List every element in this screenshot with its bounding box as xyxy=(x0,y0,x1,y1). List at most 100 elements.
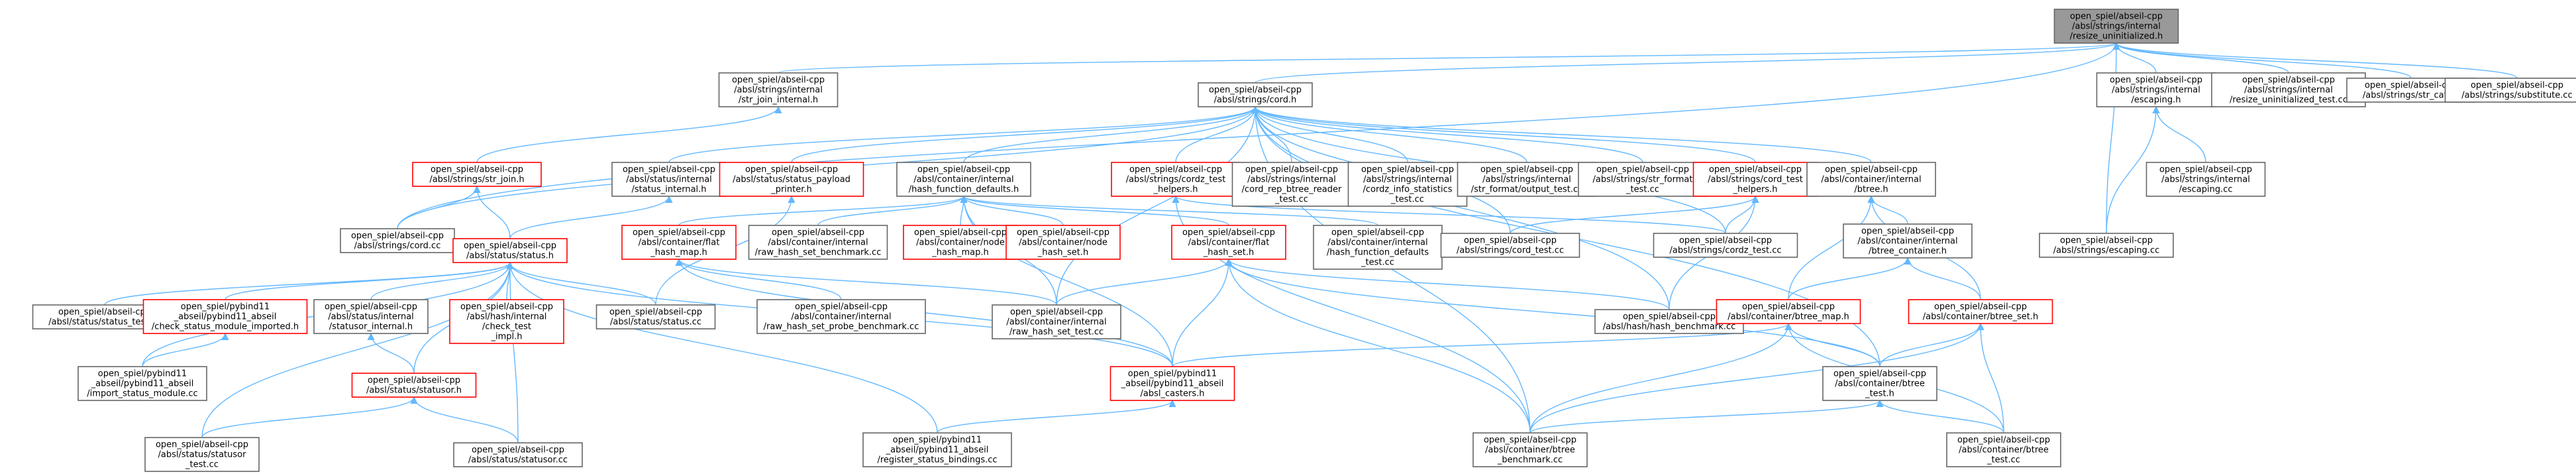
node-box xyxy=(621,225,737,260)
node-label-line: /absl/container/internal xyxy=(1006,318,1106,327)
graph-node-n35[interactable]: open_spiel/abseil-cpp/absl/status/status… xyxy=(595,304,716,329)
graph-node-n32[interactable]: open_spiel/pybind11_abseil/pybind11_abse… xyxy=(142,299,308,334)
node-label-line: open_spiel/pybind11 xyxy=(893,436,982,446)
node-label-line: open_spiel/abseil-cpp xyxy=(633,228,725,238)
node-box xyxy=(1653,233,1798,258)
node-label-line: /absl/container/node xyxy=(916,238,1005,248)
graph-node-n17[interactable]: open_spiel/abseil-cpp/absl/container/int… xyxy=(1806,162,1936,197)
dependency-edge xyxy=(1056,258,1233,306)
graph-node-n26[interactable]: open_spiel/abseil-cpp/absl/container/int… xyxy=(1313,225,1443,270)
dependency-edge xyxy=(1876,399,2004,434)
node-label-line: /escaping.cc xyxy=(2179,185,2232,195)
dependency-edge xyxy=(960,195,968,226)
graph-node-n11[interactable]: open_spiel/abseil-cpp/absl/strings/cordz… xyxy=(1111,162,1241,197)
graph-node-n23[interactable]: open_spiel/abseil-cpp/absl/container/nod… xyxy=(903,225,1018,260)
node-label-line: open_spiel/abseil-cpp xyxy=(1480,165,1573,175)
graph-node-n34[interactable]: open_spiel/abseil-cpp/absl/hash/internal… xyxy=(449,299,564,344)
graph-node-n48[interactable]: open_spiel/abseil-cpp/absl/container/btr… xyxy=(1472,432,1588,467)
node-box xyxy=(595,304,716,329)
graph-node-n10[interactable]: open_spiel/abseil-cpp/absl/container/int… xyxy=(896,162,1031,197)
dependency-edge xyxy=(1784,322,1880,367)
graph-node-n44[interactable]: open_spiel/abseil-cpp/absl/container/btr… xyxy=(1822,366,1937,401)
node-label-line: _helpers.h xyxy=(1732,185,1777,195)
node-box xyxy=(992,304,1121,339)
graph-node-n42[interactable]: open_spiel/abseil-cpp/absl/status/status… xyxy=(351,373,477,398)
graph-node-n27[interactable]: open_spiel/abseil-cpp/absl/strings/cord_… xyxy=(1440,233,1580,258)
node-label-line: open_spiel/abseil-cpp xyxy=(368,376,460,386)
graph-node-n0[interactable]: open_spiel/abseil-cpp/absl/strings/inter… xyxy=(2053,9,2179,44)
graph-node-n8[interactable]: open_spiel/abseil-cpp/absl/status/intern… xyxy=(611,162,727,197)
node-box xyxy=(77,366,207,401)
graph-node-n28[interactable]: open_spiel/abseil-cpp/absl/strings/cordz… xyxy=(1653,233,1798,258)
node-label-line: open_spiel/abseil-cpp xyxy=(1742,302,1835,312)
node-label-line: /absl/container/flat xyxy=(1188,238,1270,248)
graph-node-n24[interactable]: open_spiel/abseil-cpp/absl/container/nod… xyxy=(1005,225,1121,260)
node-label-line: open_spiel/abseil-cpp xyxy=(2070,12,2163,22)
node-box xyxy=(1109,366,1235,401)
dependency-edge xyxy=(1172,195,1726,234)
graph-node-n13[interactable]: open_spiel/abseil-cpp/absl/strings/inter… xyxy=(1347,162,1468,207)
graph-node-n16[interactable]: open_spiel/abseil-cpp/absl/strings/cord_… xyxy=(1692,162,1818,197)
node-box xyxy=(1578,162,1708,197)
graph-node-n15[interactable]: open_spiel/abseil-cpp/absl/strings/str_f… xyxy=(1578,162,1708,197)
dependency-edge xyxy=(960,195,1173,367)
graph-node-n19[interactable]: open_spiel/abseil-cpp/absl/strings/cord.… xyxy=(340,228,455,253)
node-label-line: /absl/container/internal xyxy=(791,312,891,322)
node-label-line: /absl/strings/cordz_test.cc xyxy=(1669,246,1781,256)
graph-node-n41[interactable]: open_spiel/pybind11_abseil/pybind11_abse… xyxy=(77,366,207,401)
graph-node-n39[interactable]: open_spiel/abseil-cpp/absl/container/btr… xyxy=(1716,299,1861,324)
graph-node-n1[interactable]: open_spiel/abseil-cpp/absl/strings/inter… xyxy=(718,72,839,107)
graph-node-n4[interactable]: open_spiel/abseil-cpp/absl/strings/inter… xyxy=(2211,72,2366,107)
node-label-line: _abseil/pybind11_abseil xyxy=(886,446,989,455)
graph-node-n20[interactable]: open_spiel/abseil-cpp/absl/status/status… xyxy=(452,238,568,263)
dependency-edge xyxy=(963,105,1259,163)
node-label-line: /absl_casters.h xyxy=(1141,389,1205,399)
node-label-line: open_spiel/abseil-cpp xyxy=(1484,436,1576,446)
graph-node-n14[interactable]: open_spiel/abseil-cpp/absl/strings/inter… xyxy=(1457,162,1597,197)
graph-node-n7[interactable]: open_spiel/abseil-cpp/absl/strings/str_j… xyxy=(412,162,542,187)
node-label-line: /absl/strings/internal xyxy=(1363,175,1452,185)
graph-node-n18[interactable]: open_spiel/abseil-cpp/absl/strings/inter… xyxy=(2145,162,2266,197)
node-label-line: _test.cc xyxy=(1361,258,1394,268)
graph-node-n33[interactable]: open_spiel/abseil-cpp/absl/status/intern… xyxy=(313,299,429,334)
dependency-edge xyxy=(1510,195,1759,234)
graph-node-n3[interactable]: open_spiel/abseil-cpp/absl/strings/inter… xyxy=(2096,72,2216,107)
node-label-line: /absl/strings/escaping.cc xyxy=(2053,246,2160,256)
node-label-line: /hash_function_defaults xyxy=(1327,248,1429,258)
graph-node-n45[interactable]: open_spiel/abseil-cpp/absl/status/status… xyxy=(144,437,260,472)
node-box xyxy=(1822,366,1937,401)
dependency-edge xyxy=(506,261,656,306)
graph-node-n12[interactable]: open_spiel/abseil-cpp/absl/strings/inter… xyxy=(1231,162,1352,207)
node-label-line: open_spiel/abseil-cpp xyxy=(1709,165,1802,175)
graph-node-n21[interactable]: open_spiel/abseil-cpp/absl/container/fla… xyxy=(621,225,737,260)
node-label-line: /cord_rep_btree_reader xyxy=(1242,185,1342,195)
graph-node-n9[interactable]: open_spiel/abseil-cpp/absl/status/status… xyxy=(719,162,864,197)
node-box xyxy=(313,299,429,334)
node-label-line: /absl/strings/cord_test xyxy=(1708,175,1803,185)
graph-node-n2[interactable]: open_spiel/abseil-cpp/absl/strings/cord.… xyxy=(1198,82,1313,107)
graph-node-n49[interactable]: open_spiel/abseil-cpp/absl/container/btr… xyxy=(1946,432,2061,467)
node-label-line: /absl/container/internal xyxy=(1821,175,1921,185)
node-label-line: open_spiel/abseil-cpp xyxy=(745,165,838,175)
dependency-edge xyxy=(1251,105,1670,310)
dependency-edge xyxy=(1251,105,1756,163)
dependency-edge xyxy=(1977,322,2004,434)
node-label-line: _test.cc xyxy=(1390,195,1424,205)
node-label-line: /absl/strings/internal xyxy=(734,86,823,95)
graph-node-n46[interactable]: open_spiel/abseil-cpp/absl/status/status… xyxy=(453,442,583,467)
node-label-line: /hash_function_defaults.h xyxy=(909,185,1019,195)
graph-node-n25[interactable]: open_spiel/abseil-cpp/absl/container/fla… xyxy=(1171,225,1286,260)
graph-node-n37[interactable]: open_spiel/abseil-cpp/absl/container/int… xyxy=(992,304,1121,339)
graph-node-n22[interactable]: open_spiel/abseil-cpp/absl/container/int… xyxy=(748,225,888,260)
graph-node-n40[interactable]: open_spiel/abseil-cpp/absl/container/btr… xyxy=(1908,299,2053,324)
node-label-line: _abseil/pybind11_abseil xyxy=(174,312,277,322)
graph-node-n6[interactable]: open_spiel/abseil-cpp/absl/strings/subst… xyxy=(2444,78,2576,103)
graph-node-n36[interactable]: open_spiel/abseil-cpp/absl/container/int… xyxy=(756,299,926,334)
node-label-line: open_spiel/abseil-cpp xyxy=(609,308,702,318)
graph-node-n47[interactable]: open_spiel/pybind11_abseil/pybind11_abse… xyxy=(862,432,1012,467)
graph-node-n30[interactable]: open_spiel/abseil-cpp/absl/strings/escap… xyxy=(2039,233,2174,258)
graph-node-n43[interactable]: open_spiel/pybind11_abseil/pybind11_abse… xyxy=(1109,366,1235,401)
node-box xyxy=(1231,162,1352,207)
node-label-line: /import_status_module.cc xyxy=(87,389,197,399)
graph-node-n29[interactable]: open_spiel/abseil-cpp/absl/container/int… xyxy=(1843,223,1973,259)
